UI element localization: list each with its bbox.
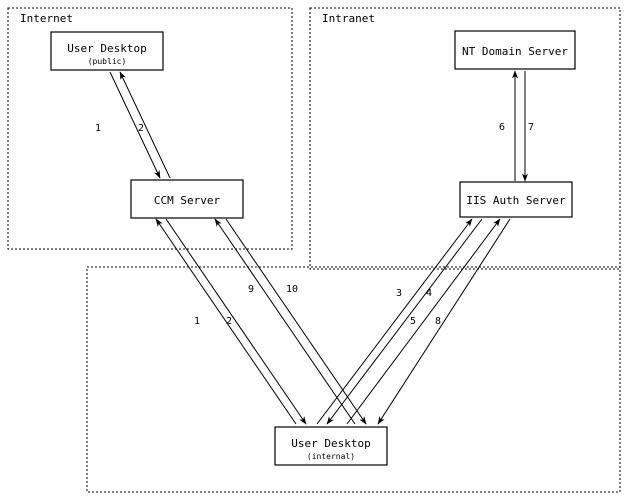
flow-9-internal-desktop-to-ccm bbox=[214, 218, 356, 425]
edge-label-step-10: 10 bbox=[286, 284, 298, 295]
node-user-desktop-internal[interactable]: User Desktop (internal) bbox=[274, 426, 388, 466]
edge-label-step-8: 8 bbox=[435, 316, 441, 327]
flow-1-internal-desktop-to-ccm bbox=[155, 218, 297, 425]
edge-label-step-3: 3 bbox=[396, 288, 402, 299]
edge-label-step-9: 9 bbox=[248, 284, 254, 295]
zone-label-internet: Internet bbox=[20, 12, 73, 25]
flow-5-internal-desktop-to-iis bbox=[346, 218, 501, 425]
node-title-user-desktop-internal: User Desktop bbox=[291, 437, 370, 450]
edge-label-step-1-internal: 1 bbox=[194, 316, 200, 327]
edge-label-step-7: 7 bbox=[528, 122, 534, 133]
flow-1-public-desktop-to-ccm bbox=[109, 71, 161, 179]
node-title-user-desktop-public: User Desktop bbox=[67, 42, 146, 55]
node-subtitle-user-desktop-internal: (internal) bbox=[307, 452, 355, 461]
node-ccm-server[interactable]: CCM Server bbox=[130, 179, 244, 219]
node-title-nt-domain-server: NT Domain Server bbox=[462, 45, 568, 58]
flow-8-iis-to-internal-desktop bbox=[377, 218, 511, 425]
node-subtitle-user-desktop-public: (public) bbox=[88, 57, 127, 66]
node-nt-domain-server[interactable]: NT Domain Server bbox=[454, 30, 576, 70]
edge-label-step-1-public: 1 bbox=[95, 123, 101, 134]
edge-label-step-2-public: 2 bbox=[138, 123, 144, 134]
edge-label-step-6: 6 bbox=[499, 122, 505, 133]
edge-label-step-5: 5 bbox=[410, 316, 416, 327]
flow-4-iis-to-internal-desktop bbox=[326, 218, 483, 425]
edge-label-step-2-internal: 2 bbox=[226, 316, 232, 327]
zone-internet-boundary bbox=[7, 7, 293, 250]
zone-internal-boundary bbox=[86, 266, 621, 493]
zone-label-intranet: Intranet bbox=[322, 12, 375, 25]
edge-label-step-4: 4 bbox=[426, 288, 432, 299]
flow-2-ccm-to-public-desktop bbox=[119, 71, 171, 179]
node-iis-auth-server[interactable]: IIS Auth Server bbox=[459, 181, 573, 218]
flow-3-internal-desktop-to-iis bbox=[316, 218, 473, 425]
node-user-desktop-public[interactable]: User Desktop (public) bbox=[50, 31, 164, 71]
flow-2-ccm-to-internal-desktop bbox=[165, 218, 307, 425]
node-title-iis-auth-server: IIS Auth Server bbox=[466, 194, 566, 207]
zone-intranet-boundary bbox=[309, 7, 621, 270]
node-title-ccm-server: CCM Server bbox=[154, 194, 221, 207]
